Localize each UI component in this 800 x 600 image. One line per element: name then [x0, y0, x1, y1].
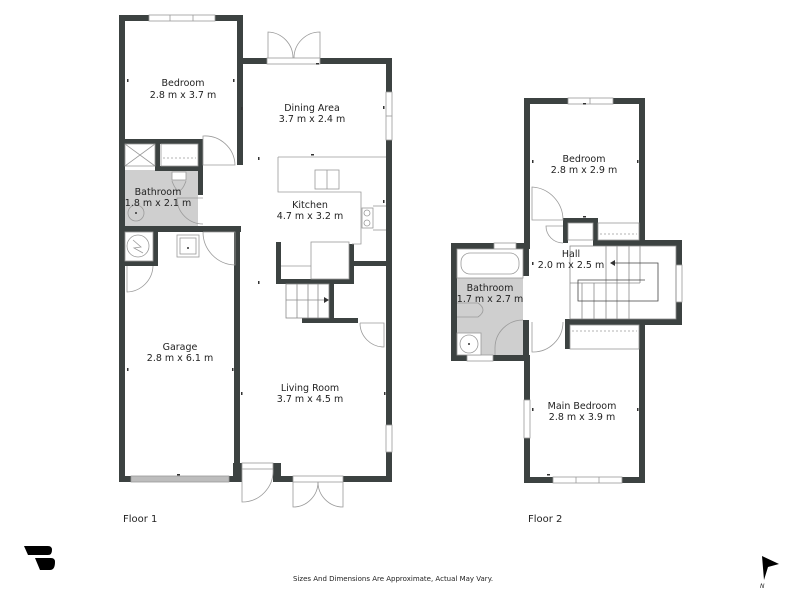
room-name-bedroom: Bedroom [162, 78, 205, 89]
north-arrow-icon: N [760, 556, 779, 590]
floor2-dimension-markers [532, 103, 639, 476]
floor1-doors [126, 31, 385, 508]
brand-logo-icon [24, 546, 55, 570]
floor1-windows [130, 14, 393, 483]
north-label: N [760, 583, 765, 590]
room-name-living-room: Living Room [281, 383, 339, 394]
room-size-bedroom-2: 2.8 m x 2.9 m [551, 165, 617, 176]
room-size-garage: 2.8 m x 6.1 m [147, 353, 213, 364]
room-size-dining-area: 3.7 m x 2.4 m [279, 114, 345, 125]
floor-2-plan: Bedroom 2.8 m x 2.9 m Hall 2.0 m x 2.5 m… [451, 97, 683, 484]
floor2-doors [494, 186, 564, 355]
floor2-room-labels: Bedroom 2.8 m x 2.9 m Hall 2.0 m x 2.5 m… [457, 154, 617, 423]
room-name-hall: Hall [562, 249, 580, 260]
room-name-bathroom-2: Bathroom [467, 283, 514, 294]
floor1-fixtures [124, 143, 386, 319]
room-name-garage: Garage [163, 342, 198, 353]
disclaimer-text: Sizes And Dimensions Are Approximate, Ac… [293, 575, 493, 583]
room-size-bedroom: 2.8 m x 3.7 m [150, 90, 216, 101]
floor2-walls [451, 98, 682, 483]
room-size-bathroom: 1.8 m x 2.1 m [125, 198, 191, 209]
floor1-room-labels: Bedroom 2.8 m x 3.7 m Dining Area 3.7 m … [125, 78, 345, 405]
floor1-dimension-markers [127, 63, 386, 476]
room-name-main-bedroom: Main Bedroom [548, 401, 617, 412]
room-size-hall: 2.0 m x 2.5 m [538, 260, 604, 271]
floor2-windows [466, 97, 683, 484]
floor-1-label: Floor 1 [123, 514, 157, 525]
room-name-bathroom: Bathroom [135, 187, 182, 198]
room-name-dining-area: Dining Area [284, 103, 340, 114]
floor-1-plan: Bedroom 2.8 m x 3.7 m Dining Area 3.7 m … [119, 14, 393, 508]
room-size-kitchen: 4.7 m x 3.2 m [277, 211, 343, 222]
room-size-living-room: 3.7 m x 4.5 m [277, 394, 343, 405]
floor1-walls [119, 15, 392, 482]
room-name-kitchen: Kitchen [292, 200, 328, 211]
room-size-main-bedroom: 2.8 m x 3.9 m [549, 412, 615, 423]
room-size-bathroom-2: 1.7 m x 2.7 m [457, 294, 523, 305]
floor2-fixtures [456, 222, 677, 356]
floor-2-label: Floor 2 [528, 514, 562, 525]
room-name-bedroom-2: Bedroom [563, 154, 606, 165]
